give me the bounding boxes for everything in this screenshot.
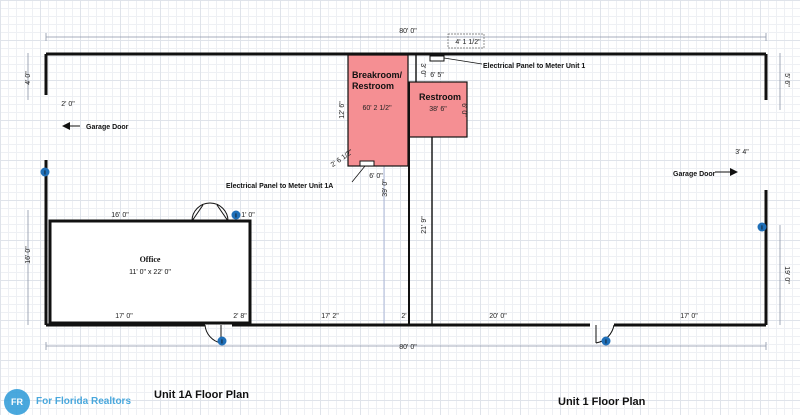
dim-garage-right: 3' 4" (735, 149, 749, 156)
info-icon[interactable]: i (601, 336, 611, 346)
info-icon[interactable]: i (217, 336, 227, 346)
dim-garage-left: 2' 0" (61, 101, 75, 108)
dim-breakroom-bottom: 6' 0" (369, 173, 383, 180)
dim-right-top: 5' 6" (783, 73, 790, 87)
dim-panel-box: 4' 1 1/2" (455, 39, 481, 46)
dim-top-gap-width: 6' 5" (430, 72, 444, 79)
leader-lines (351, 57, 483, 183)
svg-text:i: i (235, 214, 237, 220)
svg-text:i: i (605, 340, 607, 346)
dim-breakroom-height: 12' 6" (339, 101, 346, 119)
info-icon[interactable]: i (231, 210, 241, 220)
exterior-walls (44, 52, 768, 327)
panel-unit-1-label: Electrical Panel to Meter Unit 1 (483, 63, 585, 70)
garage-door-right-label: Garage Door (673, 171, 716, 178)
office-room (48, 219, 252, 325)
panel-box-outline (447, 33, 485, 49)
unit-1a-title: Unit 1A Floor Plan (154, 389, 249, 401)
office-name: Office (140, 255, 161, 264)
dim-gap-bottom: 2' 8" (233, 313, 247, 320)
svg-text:i: i (221, 340, 223, 346)
dim-top-total: 80' 0" (399, 28, 417, 35)
dim-office-width: 16' 0" (111, 212, 129, 219)
info-icon[interactable]: i (757, 222, 767, 232)
dim-restroom-height: 6' 0" (460, 103, 467, 117)
dim-left-bottom: 16' 0" (25, 246, 32, 264)
dim-small-bottom: 2' (401, 313, 406, 320)
panel-unit-1a-label: Electrical Panel to Meter Unit 1A (226, 183, 333, 190)
dim-corridor-vertical: 21' 9" (421, 216, 428, 234)
dim-office-door: 1' 0" (241, 212, 255, 219)
svg-text:i: i (44, 171, 46, 177)
restroom-label: Restroom (419, 92, 461, 102)
electrical-panel-unit-1a (359, 160, 375, 167)
dim-mid-bottom: 17' 2" (321, 313, 339, 320)
info-icon[interactable]: i (40, 167, 50, 177)
dim-breakroom-width: 60' 2 1/2" (362, 105, 392, 112)
electrical-panel-unit-1 (429, 55, 445, 62)
watermark: FR For Florida Realtors (0, 388, 150, 415)
watermark-text: For Florida Realtors (36, 396, 132, 407)
dim-top-gap: 3' 0" (419, 63, 426, 77)
door-swing-icon (204, 324, 615, 344)
dimension-lines (27, 33, 781, 350)
office-size: 11' 0" x 22' 0" (129, 269, 171, 276)
dim-right-bottom-2: 17' 0" (680, 313, 698, 320)
dim-wall-vertical: 39' 0" (382, 179, 389, 197)
arrow-icon (62, 122, 738, 176)
door-swing-icon (191, 202, 229, 222)
garage-door-left-label: Garage Door (86, 124, 129, 131)
dim-right-bottom: 19' 0" (783, 266, 790, 284)
unit-1-title: Unit 1 Floor Plan (558, 396, 646, 408)
dim-bottom-total: 80' 0" (399, 344, 417, 351)
breakroom-label-line1: Breakroom/ (352, 70, 403, 80)
dim-right-bottom-1: 20' 0" (489, 313, 507, 320)
dim-office-bottom: 17' 0" (115, 313, 133, 320)
breakroom-label-line2: Restroom (352, 81, 394, 91)
dim-restroom-width: 38' 6" (429, 106, 447, 113)
svg-text:i: i (761, 226, 763, 232)
dim-left-top: 4' 0" (25, 71, 32, 85)
watermark-logo: FR (4, 388, 30, 415)
interior-walls (408, 54, 433, 325)
